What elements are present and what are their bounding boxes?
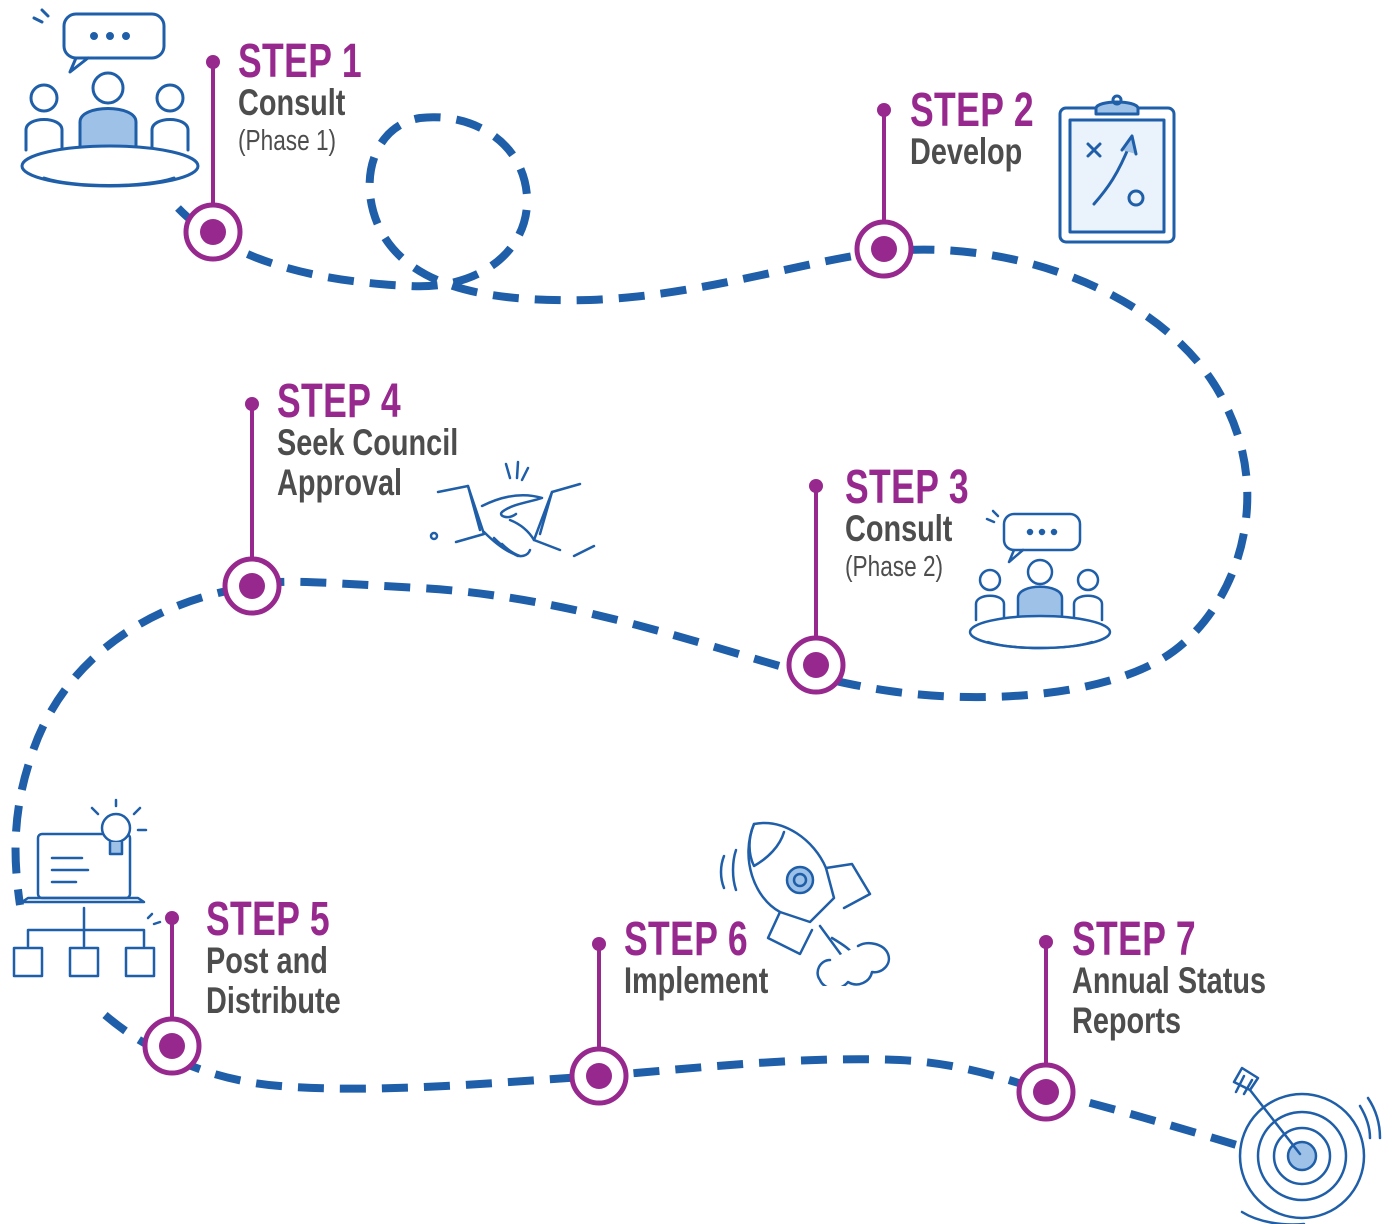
target-icon: [1232, 1066, 1382, 1224]
step-2-label: STEP 2: [910, 84, 1034, 137]
step-4-label: STEP 4: [277, 375, 401, 428]
step-3: STEP 3 Consult (Phase 2): [845, 461, 1013, 584]
meeting-icon: [968, 509, 1112, 650]
step-2-leader-dot: [877, 103, 891, 117]
step-1: STEP 1 Consult (Phase 1): [238, 35, 406, 158]
step-5-marker-dot: [159, 1033, 185, 1059]
step-3-marker-dot: [803, 652, 829, 678]
laptop-network-icon: [12, 798, 162, 978]
meeting-icon: [20, 8, 200, 188]
step-2-marker-dot: [871, 236, 897, 262]
step-1-leader-dot: [206, 55, 220, 69]
step-6-marker-dot: [586, 1063, 612, 1089]
step-4-name: Seek Council Approval: [277, 422, 459, 503]
step-6-leader-dot: [592, 937, 606, 951]
step-3-name: Consult: [845, 508, 953, 549]
step-5-name: Post and Distribute: [206, 940, 341, 1021]
step-1-note: (Phase 1): [238, 125, 337, 157]
step-7-label: STEP 7: [1072, 913, 1196, 966]
rocket-icon: [719, 821, 891, 986]
step-1-marker-dot: [200, 219, 226, 245]
step-3-leader-dot: [809, 479, 823, 493]
step-5-leader-dot: [165, 911, 179, 925]
step-7: STEP 7 Annual Status Reports: [1072, 916, 1321, 1041]
step-7-marker-dot: [1033, 1079, 1059, 1105]
step-3-note: (Phase 2): [845, 551, 944, 583]
handshake-icon: [429, 460, 596, 558]
step-5-label: STEP 5: [206, 893, 330, 946]
strategy-clipboard-icon: [1058, 94, 1176, 244]
step-5: STEP 5 Post and Distribute: [206, 896, 379, 1021]
step-6-label: STEP 6: [624, 913, 748, 966]
step-2: STEP 2 Develop: [910, 87, 1078, 172]
step-6-name: Implement: [624, 960, 769, 1001]
step-7-name: Annual Status Reports: [1072, 960, 1267, 1041]
step-6: STEP 6 Implement: [624, 916, 809, 1001]
step-1-label: STEP 1: [238, 35, 362, 88]
step-2-name: Develop: [910, 131, 1023, 172]
step-3-label: STEP 3: [845, 461, 969, 514]
step-4: STEP 4 Seek Council Approval: [277, 378, 509, 503]
step-4-marker-dot: [239, 573, 265, 599]
step-1-name: Consult: [238, 82, 346, 123]
step-4-leader-dot: [245, 397, 259, 411]
step-7-leader-dot: [1039, 935, 1053, 949]
